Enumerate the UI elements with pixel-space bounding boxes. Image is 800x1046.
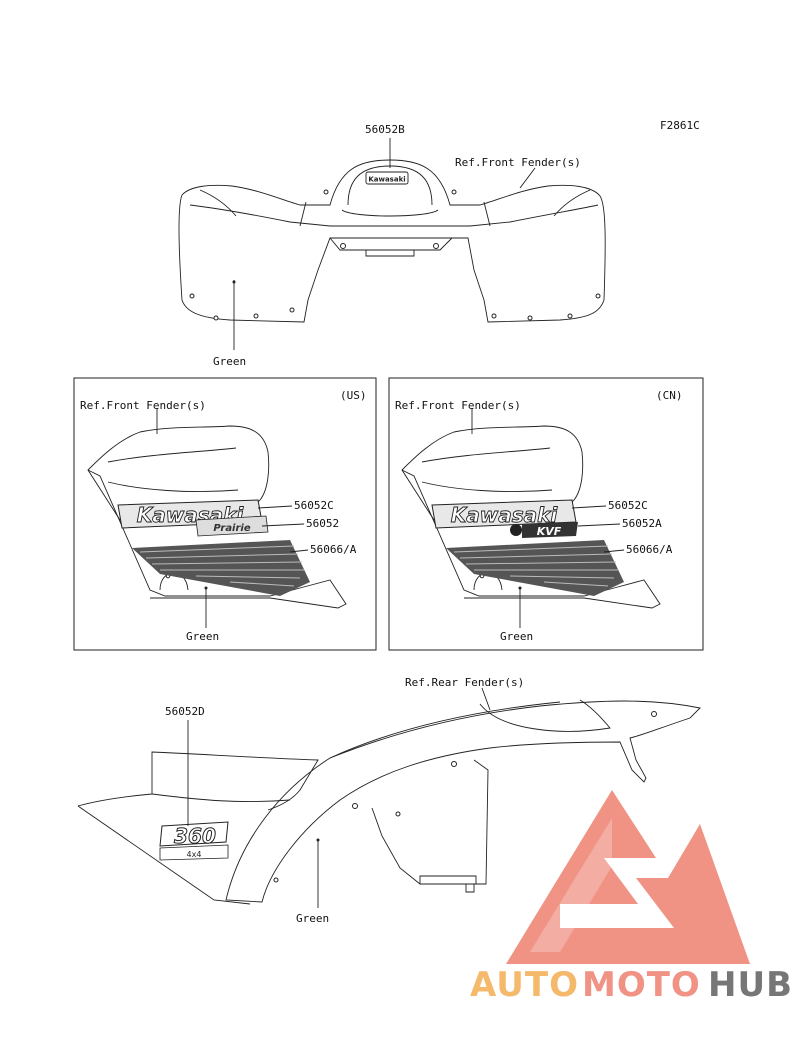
cn-part-0: 56052C	[608, 499, 648, 512]
rear-badge: 360 4x4	[159, 821, 229, 861]
us-color-label: Green	[186, 630, 219, 643]
front-emblem-text: Kawasaki	[368, 176, 405, 184]
cn-ref-label: Ref.Front Fender(s)	[395, 399, 521, 412]
cn-part-1: 56052A	[622, 517, 662, 530]
cn-part-2: 56066/A	[626, 543, 673, 556]
watermark-text-2: MOTO	[582, 965, 701, 1005]
front-emblem	[365, 171, 409, 185]
watermark-text-1: AUTO	[470, 965, 579, 1005]
us-part-0: 56052C	[294, 499, 334, 512]
front-fender-view: Kawasaki	[178, 138, 606, 350]
panel-cn-frame	[388, 377, 704, 651]
panel-cn-drawing: Kawasaki KVF	[401, 408, 661, 628]
rear-fender-view: 360 4x4	[77, 687, 701, 908]
front-color-label: Green	[213, 355, 246, 368]
figure-id: F2861C	[660, 119, 700, 132]
front-part-label: 56052B	[365, 123, 405, 136]
us-part-2: 56066/A	[310, 543, 357, 556]
rear-part-label: 56052D	[165, 705, 205, 718]
cn-model-decal: KVF	[537, 525, 562, 538]
rear-color-label: Green	[296, 912, 329, 925]
us-part-1: 56052	[306, 517, 339, 530]
cn-color-label: Green	[500, 630, 533, 643]
rear-ref-label: Ref.Rear Fender(s)	[405, 676, 524, 689]
rear-badge-text: 4x4	[187, 850, 202, 859]
watermark-logo-icon	[506, 790, 750, 964]
watermark: AUTO MOTO HUB	[470, 790, 793, 1005]
us-region-label: (US)	[340, 389, 367, 402]
front-ref-label: Ref.Front Fender(s)	[455, 156, 581, 169]
cn-region-label: (CN)	[656, 389, 683, 402]
us-ref-label: Ref.Front Fender(s)	[80, 399, 206, 412]
panel-us-drawing: Kawasaki Prairie	[87, 408, 347, 628]
panel-us-frame	[73, 377, 377, 651]
rear-badge-number: 360	[174, 824, 216, 848]
us-model-decal: Prairie	[213, 523, 250, 534]
watermark-text-3: HUB	[708, 965, 793, 1005]
cn-kawasaki-decal: Kawasaki	[451, 503, 559, 527]
